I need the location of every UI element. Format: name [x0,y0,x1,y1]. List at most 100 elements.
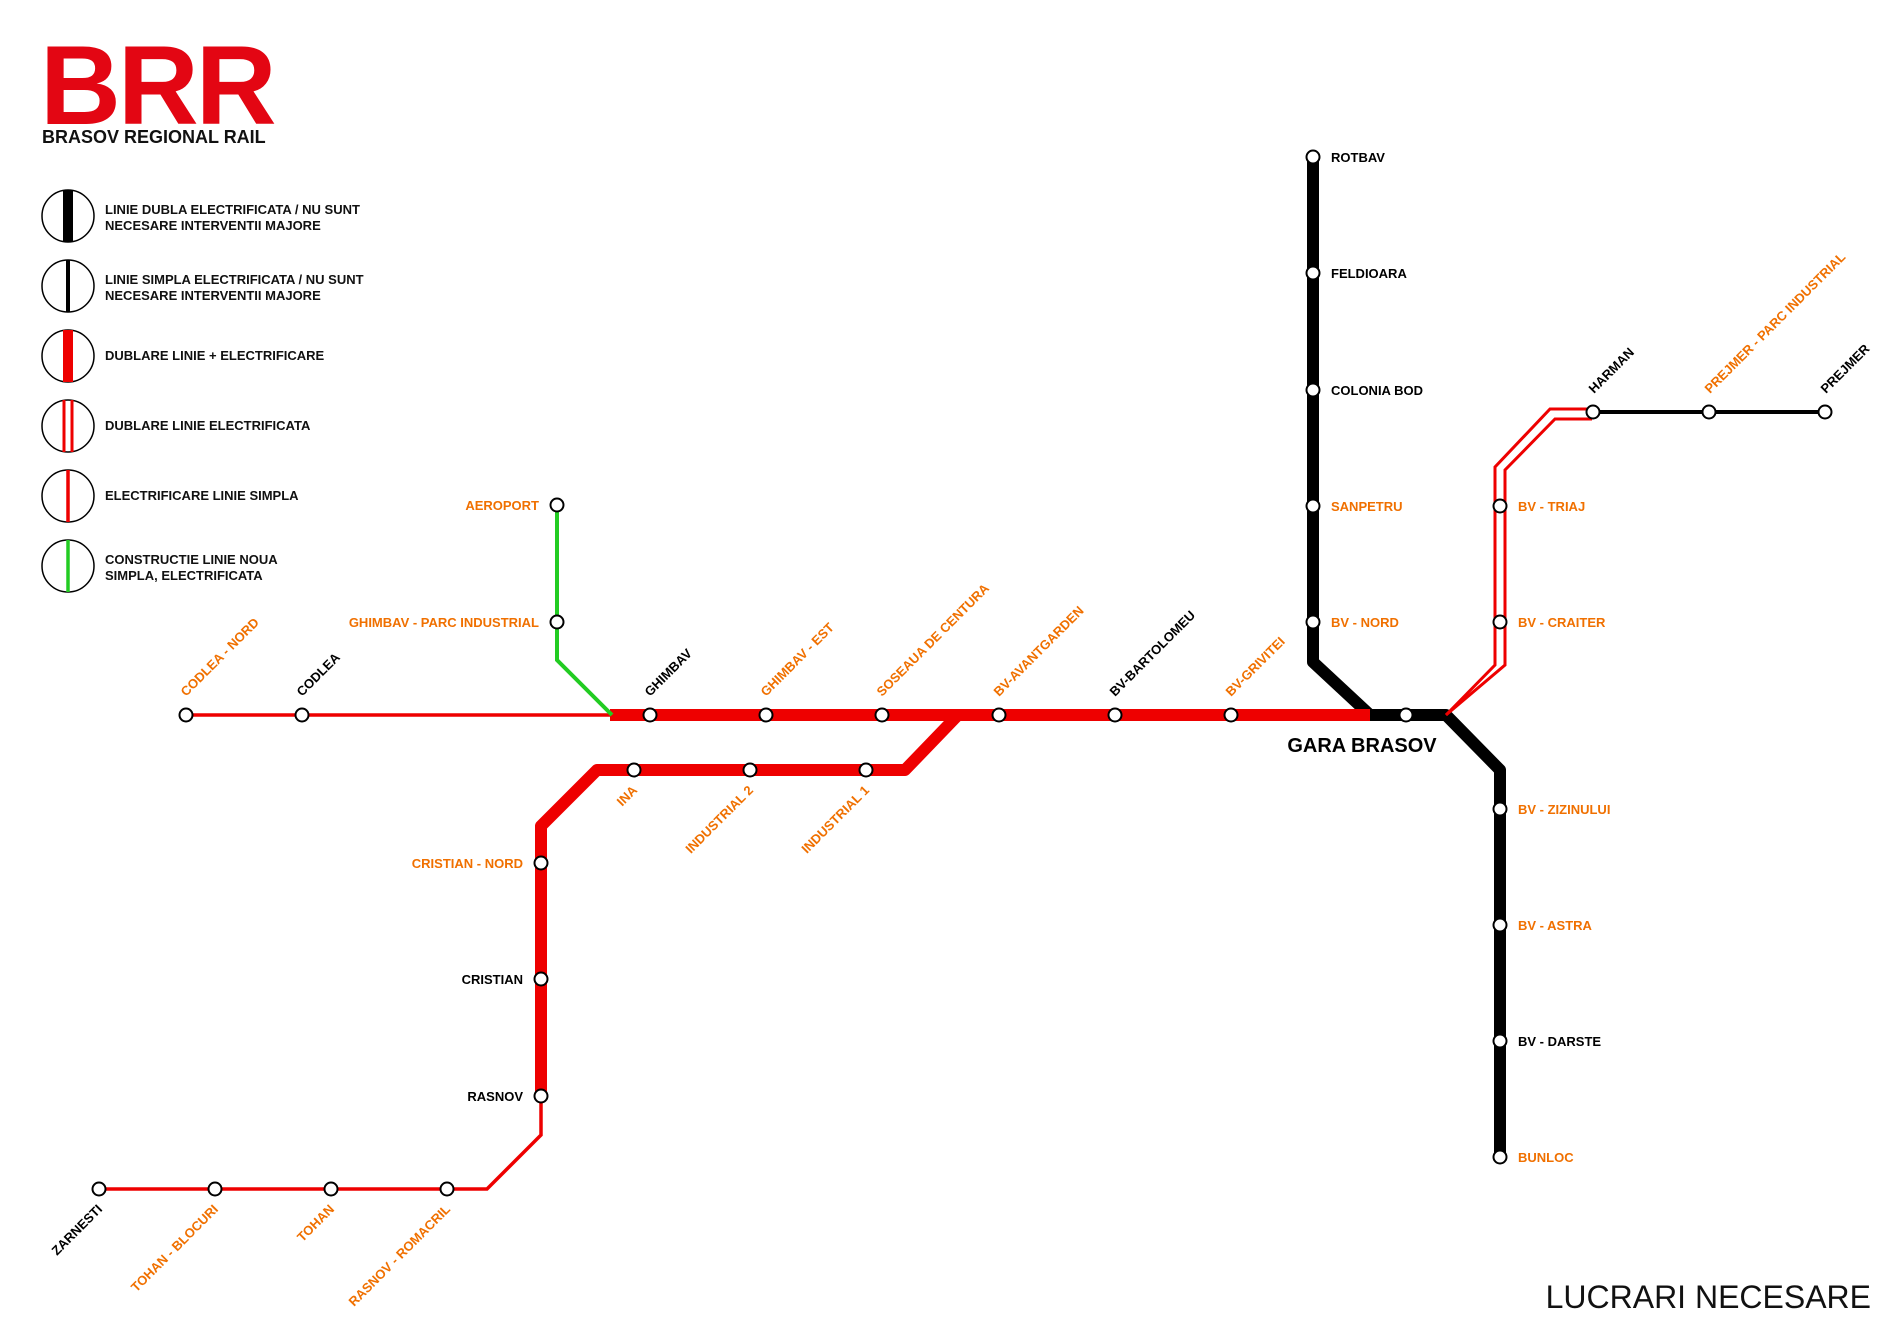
green-line-icon [41,539,95,593]
station-label: TOHAN - BLOCURI [128,1202,221,1295]
station-label: BV-GRIVITEI [1223,634,1288,699]
legend-item: DUBLARE LINIE ELECTRIFICATA [40,398,400,454]
double-red-line-icon [41,399,95,453]
station-label: INA [614,782,641,809]
station-label: SANPETRU [1331,499,1403,514]
station-label: HARMAN [1586,345,1637,396]
legend-item: DUBLARE LINIE + ELECTRIFICARE [40,328,400,384]
station-label: ZARNESTI [49,1202,106,1259]
station-label: CRISTIAN [462,972,523,987]
station-codlea[interactable]: CODLEA [294,649,344,723]
station-label: BV - ASTRA [1518,918,1593,933]
station-label: FELDIOARA [1331,266,1407,281]
legend-text-line1: DUBLARE LINIE + ELECTRIFICARE [105,348,325,363]
station-label: INDUSTRIAL 1 [798,783,872,857]
legend-item: CONSTRUCTIE LINIE NOUA SIMPLA, ELECTRIFI… [40,538,400,594]
legend-text-line1: DUBLARE LINIE ELECTRIFICATA [105,418,311,433]
line-gara-brasov-harman-a [1444,407,1592,717]
station-cristian[interactable]: CRISTIAN [462,971,549,987]
legend-item: ELECTRIFICARE LINIE SIMPLA [40,468,400,524]
thick-red-line-icon [41,329,95,383]
station-bv-triaj[interactable]: BV - TRIAJ [1492,498,1586,514]
station-label: TOHAN [294,1202,337,1245]
stations: ROTBAV FELDIOARA COLONIA BOD SANPETRU BV… [49,149,1873,1310]
line-rasnov-zarnesti [99,1096,543,1191]
station-rasnov[interactable]: RASNOV [467,1088,549,1104]
station-label: GHIMBAV - PARC INDUSTRIAL [349,615,539,630]
legend-text-line1: CONSTRUCTIE LINIE NOUA [105,552,278,567]
station-label: PREJMER - PARC INDUSTRIAL [1702,249,1849,396]
station-label: BUNLOC [1518,1150,1574,1165]
station-aeroport[interactable]: AEROPORT [465,497,565,513]
line-aeroport-ghimbav [555,505,614,717]
station-bv-astra[interactable]: BV - ASTRA [1492,917,1593,933]
station-label: PREJMER [1818,341,1873,396]
station-bv-nord[interactable]: BV - NORD [1305,614,1399,630]
legend-item: LINIE SIMPLA ELECTRIFICATA / NU SUNT NEC… [40,258,400,314]
legend-text-line2: NECESARE INTERVENTII MAJORE [105,288,321,303]
station-bv-bartolomeu[interactable]: BV-BARTOLOMEU [1107,607,1199,723]
station-label: BV-BARTOLOMEU [1107,607,1199,699]
station-feldioara[interactable]: FELDIOARA [1305,265,1408,281]
station-rasnov-romacril[interactable]: RASNOV - ROMACRIL [345,1181,455,1310]
thin-red-line-icon [41,469,95,523]
station-prejmer[interactable]: PREJMER [1817,341,1873,420]
station-label: BV - DARSTE [1518,1034,1601,1049]
station-label: CODLEA - NORD [178,615,262,699]
line-rotbav-gara-brasov [1307,157,1406,721]
station-tohan-blocuri[interactable]: TOHAN - BLOCURI [128,1181,223,1295]
footer-title: LUCRARI NECESARE [1545,1279,1871,1315]
legend-item: LINIE DUBLA ELECTRIFICATA / NU SUNT NECE… [40,188,400,244]
brand-logo: BRR [40,23,277,148]
single-black-line-icon [41,259,95,313]
legend-text-line1: LINIE SIMPLA ELECTRIFICATA / NU SUNT [105,272,364,287]
station-bv-avantgarden[interactable]: BV-AVANTGARDEN [991,603,1087,723]
station-label: BV-AVANTGARDEN [991,603,1087,699]
line-branch-cristian-rasnov [535,710,963,1096]
station-label: RASNOV - ROMACRIL [345,1201,453,1309]
station-label: INDUSTRIAL 2 [682,783,756,857]
station-label: CODLEA [294,649,344,699]
station-harman[interactable]: HARMAN [1585,345,1637,420]
station-label: ROTBAV [1331,150,1385,165]
station-tohan[interactable]: TOHAN [294,1181,339,1245]
station-label: BV - TRIAJ [1518,499,1585,514]
station-label: BV - NORD [1331,615,1399,630]
station-bv-zizinului[interactable]: BV - ZIZINULUI [1492,801,1611,817]
station-rotbav[interactable]: ROTBAV [1305,149,1386,165]
double-black-line-icon [41,189,95,243]
station-soseaua-de-centura[interactable]: SOSEAUA DE CENTURA [874,580,993,723]
station-label: GHIMBAV - EST [758,620,837,699]
hub-gara-brasov[interactable]: GARA BRASOV [1287,707,1437,758]
station-label: CRISTIAN - NORD [412,856,523,871]
rail-lines [99,157,1825,1191]
station-label: SOSEAUA DE CENTURA [874,580,993,699]
station-label: BV - CRAITER [1518,615,1606,630]
station-industrial-1[interactable]: INDUSTRIAL 1 [798,762,874,857]
station-label: BV - ZIZINULUI [1518,802,1610,817]
legend-text-line1: LINIE DUBLA ELECTRIFICATA / NU SUNT [105,202,360,217]
station-bv-grivitei[interactable]: BV-GRIVITEI [1223,634,1288,723]
legend-text-line1: ELECTRIFICARE LINIE SIMPLA [105,488,299,503]
station-industrial-2[interactable]: INDUSTRIAL 2 [682,762,758,857]
station-label: RASNOV [467,1089,523,1104]
station-ghimbav-parc-industrial[interactable]: GHIMBAV - PARC INDUSTRIAL [349,614,565,630]
line-gara-brasov-harman-b [1445,417,1592,717]
station-colonia-bod[interactable]: COLONIA BOD [1305,382,1423,398]
station-sanpetru[interactable]: SANPETRU [1305,498,1403,514]
station-label: COLONIA BOD [1331,383,1423,398]
station-zarnesti[interactable]: ZARNESTI [49,1181,107,1259]
station-bunloc[interactable]: BUNLOC [1492,1149,1575,1165]
legend-text-line2: NECESARE INTERVENTII MAJORE [105,218,321,233]
station-ghimbav-est[interactable]: GHIMBAV - EST [758,620,837,723]
legend-text-line2: SIMPLA, ELECTRIFICATA [105,568,263,583]
brand-subtitle: BRASOV REGIONAL RAIL [42,127,266,147]
station-bv-craiter[interactable]: BV - CRAITER [1492,614,1607,630]
station-cristian-nord[interactable]: CRISTIAN - NORD [412,855,549,871]
station-label: GHIMBAV [642,646,696,700]
station-label: AEROPORT [465,498,539,513]
hub-label: GARA BRASOV [1287,735,1437,757]
station-codlea-nord[interactable]: CODLEA - NORD [178,615,262,723]
station-bv-darste[interactable]: BV - DARSTE [1492,1033,1602,1049]
